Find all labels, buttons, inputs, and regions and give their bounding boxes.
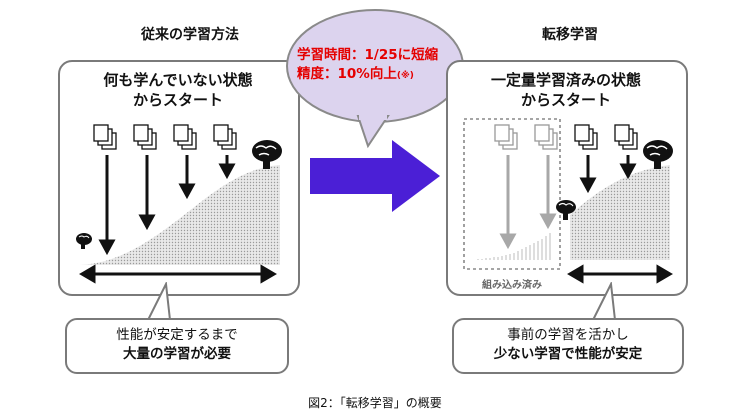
embedded-label: 組み込み済み xyxy=(482,280,542,291)
left-bubble: 性能が安定するまで 大量の学習が必要 xyxy=(65,318,289,374)
document-stack-icon xyxy=(614,124,638,150)
right-double-arrow xyxy=(567,264,673,284)
callout-note: (※) xyxy=(396,71,414,81)
document-stack-icon xyxy=(213,124,237,150)
left-bubble-line1: 性能が安定するまで xyxy=(116,327,238,343)
pretrained-arrow xyxy=(539,155,557,230)
left-panel-heading: 何も学んでいない状態 からスタート xyxy=(60,70,296,110)
callout-line2: 精度：10%向上 xyxy=(297,66,397,82)
document-stack-icon xyxy=(133,124,157,150)
left-learning-illustration xyxy=(76,124,282,284)
right-heading-line2: からスタート xyxy=(520,91,611,109)
right-bubble-line2: 少ない学習で性能が安定 xyxy=(493,346,643,362)
large-brain-icon xyxy=(252,140,282,169)
callout-line1: 学習時間：1/25に短縮 xyxy=(297,47,439,63)
document-stack-icon xyxy=(173,124,197,150)
left-bubble-line2: 大量の学習が必要 xyxy=(123,346,231,362)
left-heading-line2: からスタート xyxy=(132,91,223,109)
training-arrow xyxy=(138,155,156,231)
small-brain-icon xyxy=(76,233,92,249)
document-stack-icon xyxy=(494,124,518,150)
figure-caption: 図2：「転移学習」の概要 xyxy=(308,396,442,410)
right-learning-curve-area xyxy=(570,165,670,260)
document-stack-icon xyxy=(534,124,558,150)
document-stack-icon xyxy=(93,124,117,150)
right-panel-heading: 一定量学習済みの状態 からスタート xyxy=(448,70,684,110)
transfer-arrow xyxy=(310,140,440,212)
left-section-title: 従来の学習方法 xyxy=(141,27,239,43)
medium-brain-icon xyxy=(556,200,576,220)
right-bubble-tail xyxy=(591,282,617,322)
right-bubble: 事前の学習を活かし 少ない学習で性能が安定 xyxy=(452,318,684,374)
callout-bubble xyxy=(286,9,464,149)
pretrained-curve-area xyxy=(477,233,551,260)
left-bubble-tail xyxy=(146,282,172,322)
training-arrow xyxy=(619,155,637,180)
left-learning-curve-area xyxy=(80,165,280,265)
training-arrow xyxy=(98,155,116,256)
right-bubble-line1: 事前の学習を活かし xyxy=(507,327,629,343)
embedded-region-box xyxy=(463,118,561,270)
document-stack-icon xyxy=(574,124,598,150)
left-heading-line1: 何も学んでいない状態 xyxy=(103,71,253,89)
training-arrow xyxy=(178,155,196,200)
right-heading-line1: 一定量学習済みの状態 xyxy=(490,71,641,89)
large-brain-icon xyxy=(643,140,673,169)
pretrained-arrow xyxy=(499,155,517,250)
training-arrow xyxy=(218,155,236,180)
right-section-title: 転移学習 xyxy=(542,27,598,43)
training-arrow xyxy=(579,155,597,194)
left-double-arrow xyxy=(79,264,277,284)
right-learning-illustration xyxy=(463,118,673,284)
callout-text: 学習時間：1/25に短縮 精度：10%向上(※) xyxy=(297,46,457,86)
